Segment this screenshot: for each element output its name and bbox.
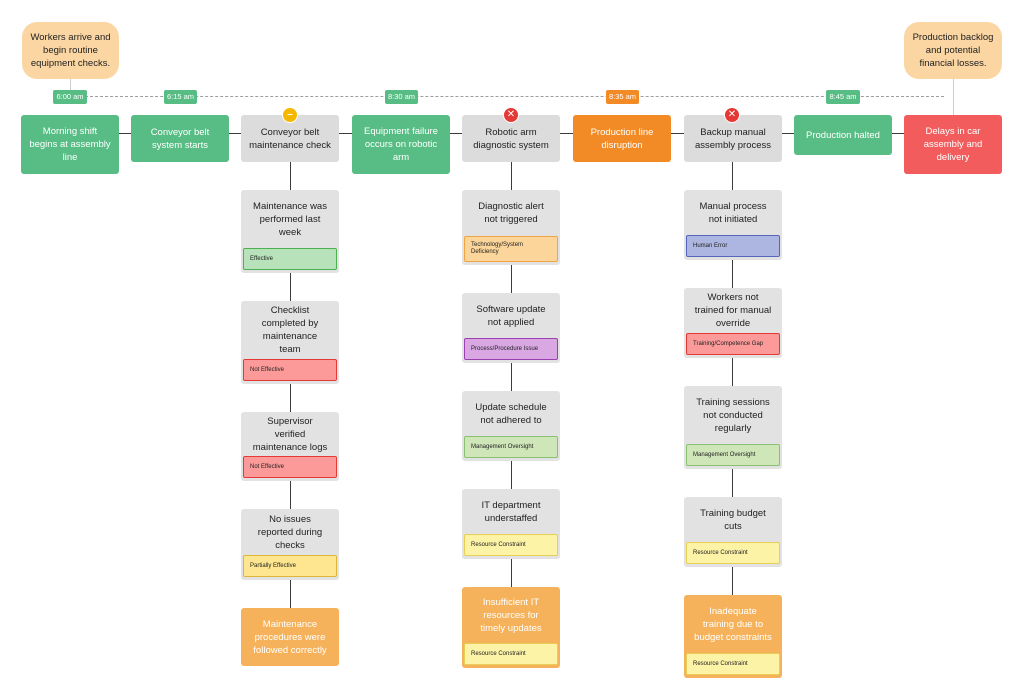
- branch-connector: [290, 580, 291, 608]
- effectiveness-tag: Not Effective: [243, 359, 337, 381]
- branch-connector: [732, 162, 733, 190]
- cause-category-tag: Technology/System Deficiency: [464, 236, 558, 262]
- cause-category-tag: Management Oversight: [686, 444, 780, 466]
- flow-connector: [671, 133, 684, 134]
- cause-text: No issues reported during checks: [257, 513, 323, 551]
- step-production-halted: Production halted: [794, 115, 892, 155]
- step-conveyor-starts: Conveyor belt system starts: [131, 115, 229, 162]
- start-event-bubble: Workers arrive and begin routine equipme…: [22, 22, 119, 79]
- branch-connector: [290, 273, 291, 301]
- cause-text: Training budget cuts: [700, 507, 766, 532]
- root-cause-card: Inadequate training due to budget constr…: [684, 595, 782, 678]
- branch-connector: [732, 260, 733, 288]
- cause-card: Workers not trained for manual override …: [684, 288, 782, 358]
- end-bubble-connector: [953, 79, 954, 115]
- time-chip-0835: 8:35 am: [606, 90, 639, 104]
- branch-connector: [290, 481, 291, 509]
- cause-text: Training sessions not conducted regularl…: [696, 396, 770, 434]
- cause-card: Supervisor verified maintenance logs Not…: [241, 412, 339, 481]
- cause-card: Software update not applied Process/Proc…: [462, 293, 560, 363]
- effectiveness-tag: Effective: [243, 248, 337, 270]
- branch-connector: [732, 469, 733, 497]
- branch-connector: [290, 384, 291, 412]
- root-cause-text: Inadequate training due to budget constr…: [694, 605, 772, 643]
- cause-category-tag: Process/Procedure Issue: [464, 338, 558, 360]
- step-equipment-failure: Equipment failure occurs on robotic arm: [352, 115, 450, 174]
- step-morning-shift: Morning shift begins at assembly line: [21, 115, 119, 174]
- root-cause-card: Insufficient IT resources for timely upd…: [462, 587, 560, 668]
- flow-connector: [229, 133, 241, 134]
- root-cause-text: Maintenance procedures were followed cor…: [253, 618, 327, 656]
- cause-text: Supervisor verified maintenance logs: [252, 415, 328, 453]
- branch-connector: [732, 358, 733, 386]
- flow-connector: [450, 133, 462, 134]
- effectiveness-tag: Partially Effective: [243, 555, 337, 577]
- cause-card: Checklist completed by maintenance team …: [241, 301, 339, 384]
- flow-connector: [781, 133, 794, 134]
- cause-card: Diagnostic alert not triggered Technolog…: [462, 190, 560, 265]
- end-event-bubble: Production backlog and potential financi…: [904, 22, 1002, 79]
- cause-card: Manual process not initiated Human Error: [684, 190, 782, 260]
- time-chip-0830: 8:30 am: [385, 90, 418, 104]
- cause-text: Manual process not initiated: [699, 200, 767, 225]
- cause-text: Update schedule not adhered to: [475, 401, 547, 426]
- flow-connector: [339, 133, 352, 134]
- cause-card: IT department understaffed Resource Cons…: [462, 489, 560, 559]
- branch-connector: [511, 265, 512, 293]
- cause-category-tag: Resource Constraint: [464, 643, 558, 665]
- step-delays: Delays in car assembly and delivery: [904, 115, 1002, 174]
- cause-text: IT department understaffed: [481, 499, 541, 524]
- cause-card: Training budget cuts Resource Constraint: [684, 497, 782, 567]
- cause-category-tag: Resource Constraint: [686, 653, 780, 675]
- cause-category-tag: Resource Constraint: [464, 534, 558, 556]
- time-chip-0615: 6:15 am: [164, 90, 197, 104]
- cause-text: Software update not applied: [476, 303, 546, 328]
- root-cause-card: Maintenance procedures were followed cor…: [241, 608, 339, 666]
- cause-card: No issues reported during checks Partial…: [241, 509, 339, 580]
- failed-status-icon: ✕: [503, 107, 519, 123]
- time-chip-0600: 6:00 am: [53, 90, 87, 104]
- cause-category-tag: Management Oversight: [464, 436, 558, 458]
- timeline-dashed-line: [70, 96, 944, 97]
- cause-category-tag: Resource Constraint: [686, 542, 780, 564]
- cause-category-tag: Training/Competence Gap: [686, 333, 780, 355]
- partial-status-icon: –: [282, 107, 298, 123]
- root-cause-text: Insufficient IT resources for timely upd…: [480, 596, 542, 634]
- branch-connector: [511, 162, 512, 190]
- step-conveyor-maintenance-check: Conveyor belt maintenance check: [241, 115, 339, 162]
- cause-card: Maintenance was performed last week Effe…: [241, 190, 339, 273]
- cause-text: Checklist completed by maintenance team: [261, 305, 319, 355]
- effectiveness-tag: Not Effective: [243, 456, 337, 478]
- flow-connector: [119, 133, 131, 134]
- flow-connector: [560, 133, 573, 134]
- branch-connector: [290, 162, 291, 190]
- cause-text: Workers not trained for manual override: [694, 292, 772, 329]
- branch-connector: [511, 461, 512, 489]
- cause-card: Training sessions not conducted regularl…: [684, 386, 782, 469]
- failed-status-icon: ✕: [724, 107, 740, 123]
- step-production-disruption: Production line disruption: [573, 115, 671, 162]
- branch-connector: [732, 567, 733, 595]
- time-chip-0845: 8:45 am: [826, 90, 860, 104]
- start-bubble-connector: [70, 79, 71, 97]
- branch-connector: [511, 559, 512, 587]
- branch-connector: [511, 363, 512, 391]
- cause-category-tag: Human Error: [686, 235, 780, 257]
- flow-connector: [892, 133, 904, 134]
- cause-text: Diagnostic alert not triggered: [478, 201, 544, 225]
- cause-text: Maintenance was performed last week: [253, 200, 327, 238]
- cause-card: Update schedule not adhered to Managemen…: [462, 391, 560, 461]
